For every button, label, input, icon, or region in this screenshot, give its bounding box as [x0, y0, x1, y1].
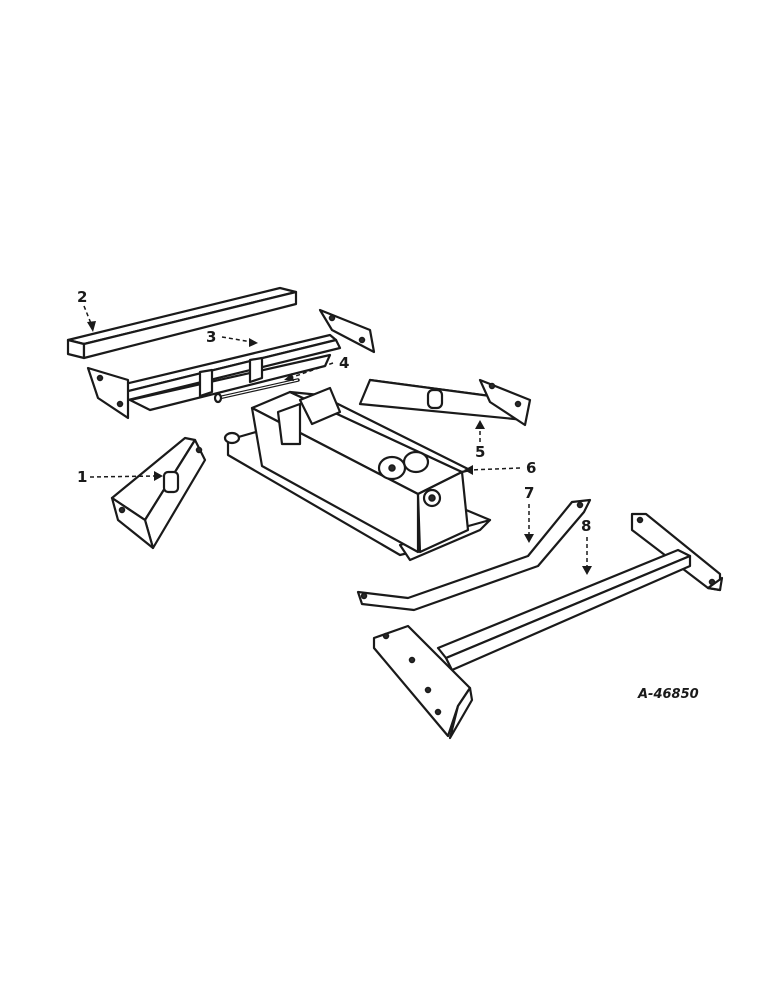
arrowhead-8 — [582, 566, 592, 575]
arrowhead-5 — [475, 420, 485, 429]
part-5-angle-bracket — [358, 378, 532, 427]
callout-2: 2 — [77, 288, 96, 332]
part-1-upright-bracket — [110, 436, 207, 550]
callout-label-6: 6 — [526, 459, 536, 477]
callout-label-8: 8 — [581, 517, 591, 535]
leader-1 — [89, 475, 157, 478]
callout-label-3: 3 — [206, 328, 216, 346]
arrowhead-1 — [154, 471, 163, 481]
callout-1: 1 — [77, 468, 163, 486]
callout-label-4: 4 — [339, 354, 349, 372]
arrowhead-4 — [284, 373, 294, 381]
arrowhead-7 — [524, 534, 534, 543]
callout-3: 3 — [206, 328, 258, 347]
leader-3 — [221, 336, 253, 343]
callout-label-2: 2 — [77, 288, 87, 306]
callout-label-1: 1 — [77, 468, 87, 486]
arrowhead-3 — [249, 338, 258, 347]
callout-label-7: 7 — [524, 484, 534, 502]
arrowhead-6 — [464, 465, 473, 475]
callout-4: 4 — [284, 354, 349, 381]
callout-5: 5 — [475, 420, 485, 461]
part-4-rod — [213, 378, 300, 404]
part-3-bracket-assembly — [86, 308, 376, 420]
part-8-t-frame — [372, 512, 724, 740]
part-6-housing — [223, 386, 492, 562]
callout-label-5: 5 — [475, 443, 485, 461]
callout-6: 6 — [464, 459, 536, 477]
leader-4 — [289, 362, 334, 379]
part-7-bent-strap — [356, 498, 592, 612]
part-2-bar — [66, 286, 298, 360]
figure-id: A-46850 — [637, 687, 699, 702]
arrowhead-2 — [87, 321, 96, 332]
callout-7: 7 — [524, 484, 534, 543]
callout-8: 8 — [581, 517, 592, 575]
leader-6 — [469, 467, 521, 471]
